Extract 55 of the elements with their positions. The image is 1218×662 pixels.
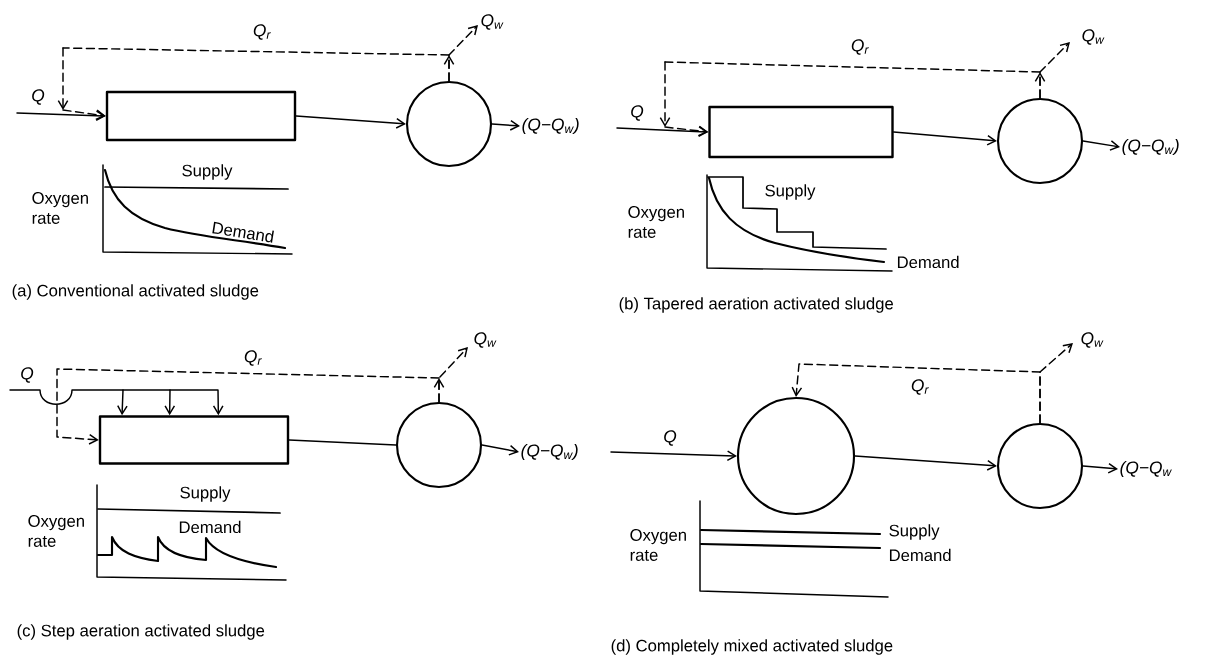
flow-arrow <box>481 444 519 456</box>
tank-box <box>105 90 297 142</box>
flow-label: (Q−Q$_{w}$) <box>522 117 579 135</box>
curve-label: Demand <box>179 520 241 534</box>
tank-box <box>98 415 290 465</box>
edge-label: Q$_{r}$ <box>851 39 869 55</box>
edge-label: Q$_{w}$ <box>474 332 497 348</box>
flow-arrow <box>169 389 224 416</box>
edge-label: Q$_{w}$ <box>1082 29 1105 45</box>
flow-arrow <box>1082 462 1118 474</box>
edge-label: Q$_{w}$ <box>481 14 504 30</box>
tank-circle <box>996 422 1084 510</box>
flow-label: (Q−Q$_{w}$) <box>521 443 578 461</box>
tank-circle <box>405 80 493 168</box>
panel-caption: (c) Step aeration activated sludge <box>17 624 265 640</box>
flow-label: (Q−Q$_{w}$) <box>1122 138 1179 156</box>
flow-arrow <box>1082 140 1120 151</box>
flow-arrow <box>56 368 445 445</box>
flow-label: (Q−Q$_{w}$ <box>1120 460 1172 478</box>
edge-label: Q <box>631 105 644 121</box>
flow-arrow <box>1039 42 1070 99</box>
flow-arrow <box>122 389 176 416</box>
edge-label: Q <box>21 367 34 383</box>
curve-label: Supply <box>889 524 940 540</box>
tank-circle <box>736 396 856 516</box>
panel-caption: (d) Completely mixed activated sludge <box>611 639 893 655</box>
edge-label: Q <box>664 430 677 446</box>
tank-box <box>708 105 894 159</box>
flow-arrow <box>16 110 106 122</box>
axis-label: Oxygen rate <box>628 206 684 238</box>
flow-arrow <box>9 389 128 416</box>
axis-label: Oxygen rate <box>28 515 84 547</box>
flow-arrow <box>491 119 520 131</box>
flow-arrow <box>659 61 1046 137</box>
flow-arrow <box>57 47 455 121</box>
tank-circle <box>996 97 1084 185</box>
axis-label: Oxygen rate <box>32 192 88 224</box>
flow-arrow <box>448 25 478 82</box>
curve-label: Demand <box>889 548 951 562</box>
edge-label: Q <box>32 89 45 105</box>
flow-arrow <box>854 455 997 471</box>
flow-arrow <box>1039 343 1073 424</box>
flow-arrow <box>610 450 737 462</box>
flow-arrow <box>295 115 406 129</box>
curve-label: Demand <box>212 221 274 243</box>
edge-label: Q$_{w}$ <box>1081 332 1104 348</box>
curve-label: Demand <box>897 255 959 269</box>
edge-label: Q$_{r}$ <box>911 379 929 395</box>
edge-label: Q$_{r}$ <box>244 350 262 366</box>
flow-arrow <box>438 347 468 403</box>
flow-arrow <box>892 131 997 146</box>
panel-caption: (b) Tapered aeration activated sludge <box>619 297 893 313</box>
panel-caption: (a) Conventional activated sludge <box>12 284 259 300</box>
edge-label: Q$_{r}$ <box>253 24 271 40</box>
tank-circle <box>395 401 483 489</box>
